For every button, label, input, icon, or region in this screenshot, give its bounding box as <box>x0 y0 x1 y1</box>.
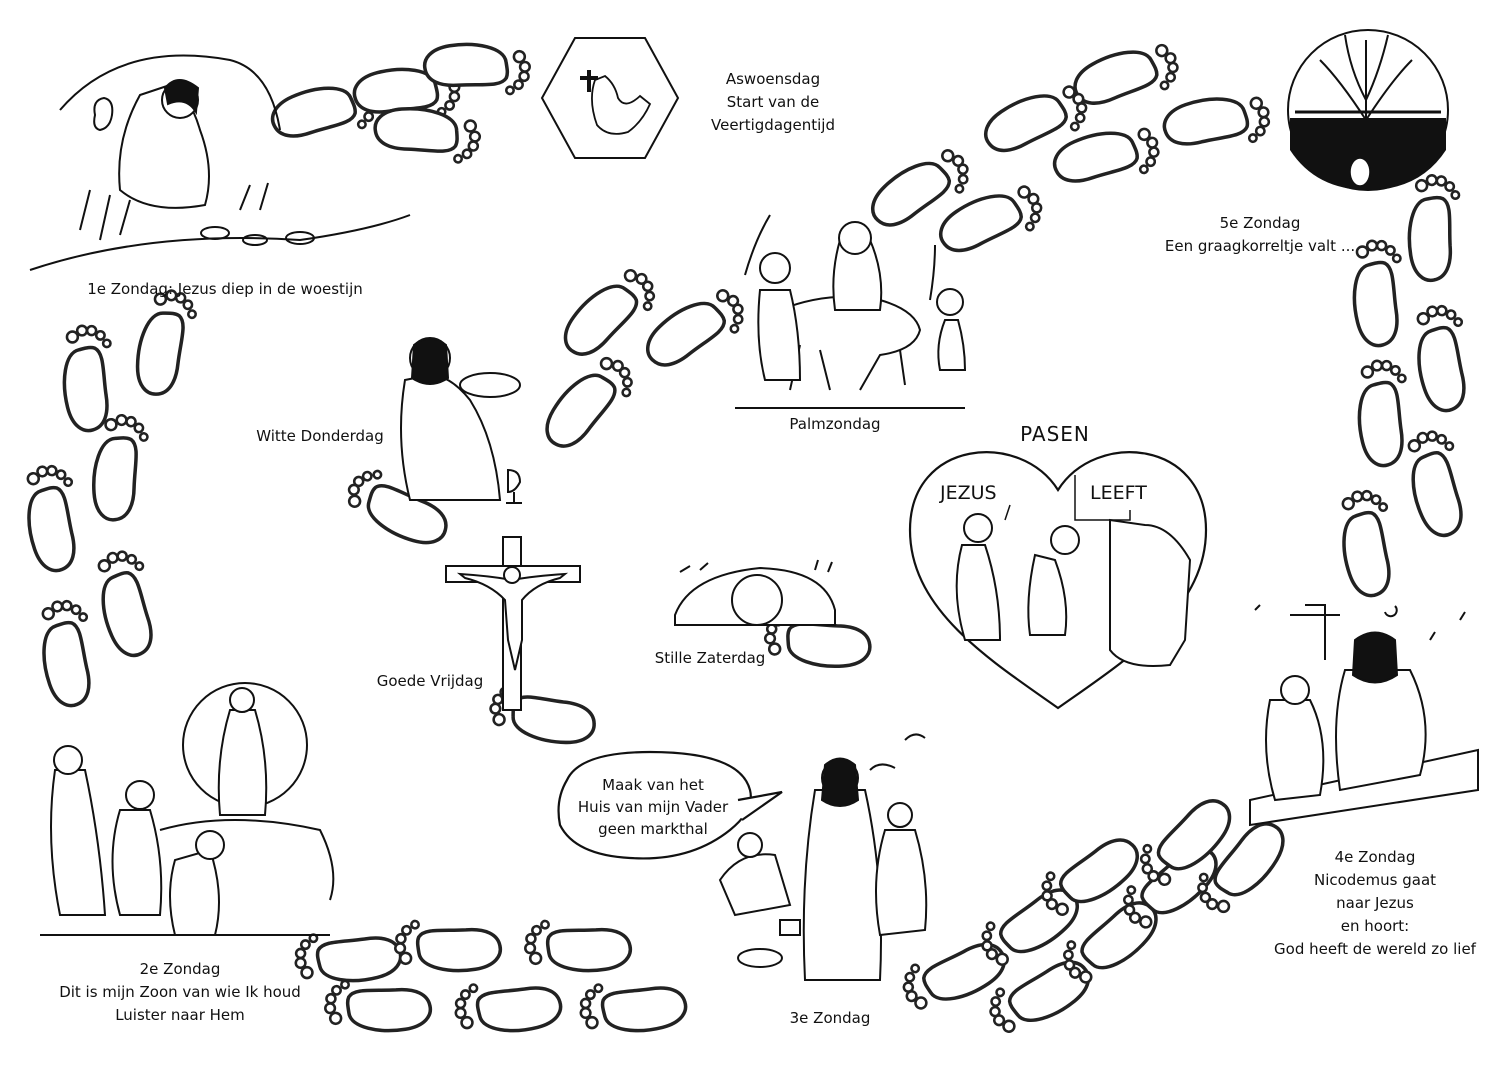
holy-saturday-tomb <box>674 559 836 626</box>
nicodemus-drawing <box>1249 604 1479 827</box>
label-zondag5: 5e Zondag Een graagkorreltje valt ... <box>1164 214 1356 255</box>
speech-bubble-text: Maak van het Huis van mijn Vader geen ma… <box>577 776 729 838</box>
heart-word-leeft: LEEFT <box>1090 482 1147 504</box>
label-zondag2: 2e Zondag Dit is mijn Zoon van wie Ik ho… <box>59 960 301 1024</box>
grain-seed-circle <box>1287 29 1449 191</box>
transfiguration-drawing <box>40 682 335 936</box>
ash-wednesday-hexagon <box>540 37 680 159</box>
label-zondag1: 1e Zondag: Jezus diep in de woestijn <box>87 280 363 298</box>
label-zondag3: 3e Zondag <box>789 1009 871 1027</box>
palm-sunday-drawing <box>735 214 967 409</box>
label-zondag4: 4e Zondag Nicodemus gaat naar Jezus en h… <box>1274 848 1476 958</box>
label-palmzondag: Palmzondag <box>789 415 881 433</box>
heart-word-jezus: JEZUS <box>940 482 997 504</box>
label-goede-vrijdag: Goede Vrijdag <box>376 672 484 690</box>
easter-heart <box>908 451 1208 710</box>
good-friday-crucifix <box>445 536 581 711</box>
label-witte-donderdag: Witte Donderdag <box>256 427 384 445</box>
label-stille-zaterdag: Stille Zaterdag <box>654 649 766 667</box>
jesus-desert-drawing <box>29 54 411 271</box>
label-pasen: PASEN <box>1020 422 1090 446</box>
speech-bubble <box>557 750 783 860</box>
label-aswoensdag: Aswoensdag Start van de Veertigdagentijd <box>711 70 835 134</box>
maundy-thursday-drawing <box>400 337 522 504</box>
temple-cleansing-drawing <box>718 733 928 981</box>
